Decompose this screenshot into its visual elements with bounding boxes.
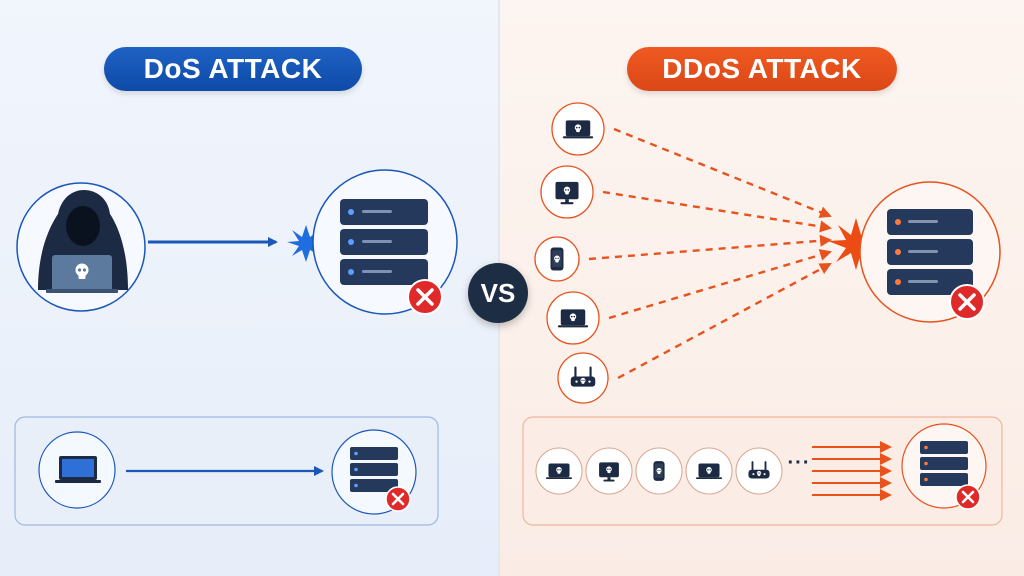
ddos-source-laptop-icon: [546, 291, 600, 345]
vs-badge: VS: [468, 263, 528, 323]
ddos-summary-laptop-icon: [685, 447, 733, 495]
dos-attacker: [16, 182, 146, 312]
ddos-summary-x-circle-icon: [955, 484, 981, 510]
ddos-source-desktop-monitor-icon: [540, 165, 594, 219]
ddos-x-circle-icon: [949, 284, 985, 320]
skull-icon: [75, 263, 89, 279]
ddos-attack-title: DDoS ATTACK: [627, 47, 897, 91]
ddos-attack-arrow: [617, 262, 832, 380]
dos-attack-title: DoS ATTACK: [104, 47, 362, 91]
ddos-summary-desktop-monitor-icon: [585, 447, 633, 495]
dos-x-circle-icon: [407, 279, 443, 315]
ddos-attack-arrows: [588, 127, 832, 380]
ddos-attack-sources: [534, 102, 609, 404]
ddos-summary-smartphone-icon: [635, 447, 683, 495]
ddos-summary-router-icon: [735, 447, 783, 495]
ddos-summary-sources: [535, 447, 783, 495]
ddos-attack-arrow: [588, 234, 832, 261]
ddos-source-smartphone-icon: [534, 236, 580, 282]
ddos-source-laptop-icon: [551, 102, 605, 156]
dos-target-server: [312, 169, 458, 315]
dos-summary-laptop-icon: [38, 431, 116, 509]
ddos-summary-arrows: [812, 441, 892, 501]
ddos-summary-laptop-icon: [535, 447, 583, 495]
more-sources-ellipsis: ···: [787, 452, 811, 474]
ddos-source-router-icon: [557, 352, 609, 404]
dos-summary-x-circle-icon: [385, 486, 411, 512]
